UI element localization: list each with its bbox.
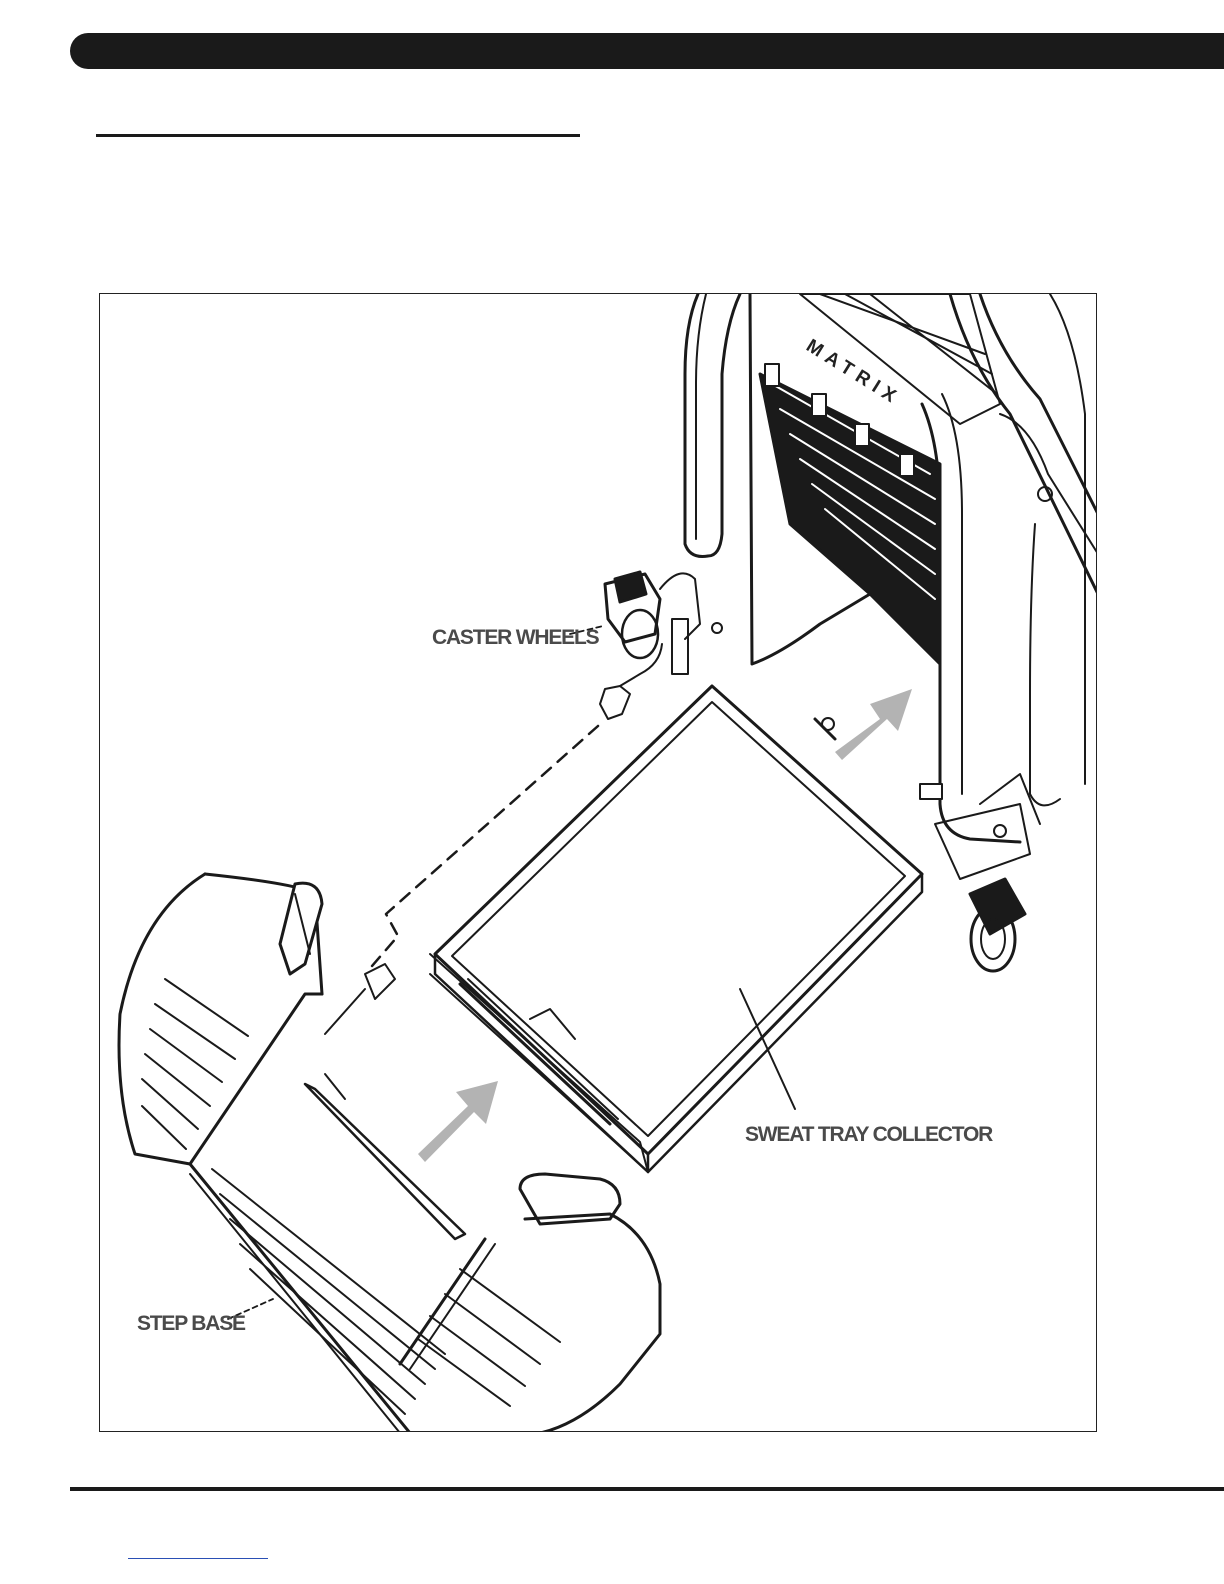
- arrow-lower: [418, 1081, 498, 1162]
- arrow-upper: [835, 689, 912, 760]
- caster-wheels-label: CASTER WHEELS: [432, 626, 600, 649]
- sweat-tray-collector-label: SWEAT TRAY COLLECTOR: [745, 1123, 993, 1146]
- page-footer-rule: [70, 1487, 1224, 1491]
- page-header-bar: [70, 33, 1224, 69]
- diagram-svg: MATRIX CASTER WHEELS SWEAT TRAY COLLECTO…: [100, 294, 1097, 1432]
- step-base-label: STEP BASE: [137, 1312, 246, 1335]
- section-title-rule: [96, 134, 580, 137]
- footer-link-underline[interactable]: [128, 1558, 268, 1559]
- sweat-tray: [430, 686, 922, 1172]
- sweat-tray-diagram: MATRIX CASTER WHEELS SWEAT TRAY COLLECTO…: [99, 293, 1097, 1432]
